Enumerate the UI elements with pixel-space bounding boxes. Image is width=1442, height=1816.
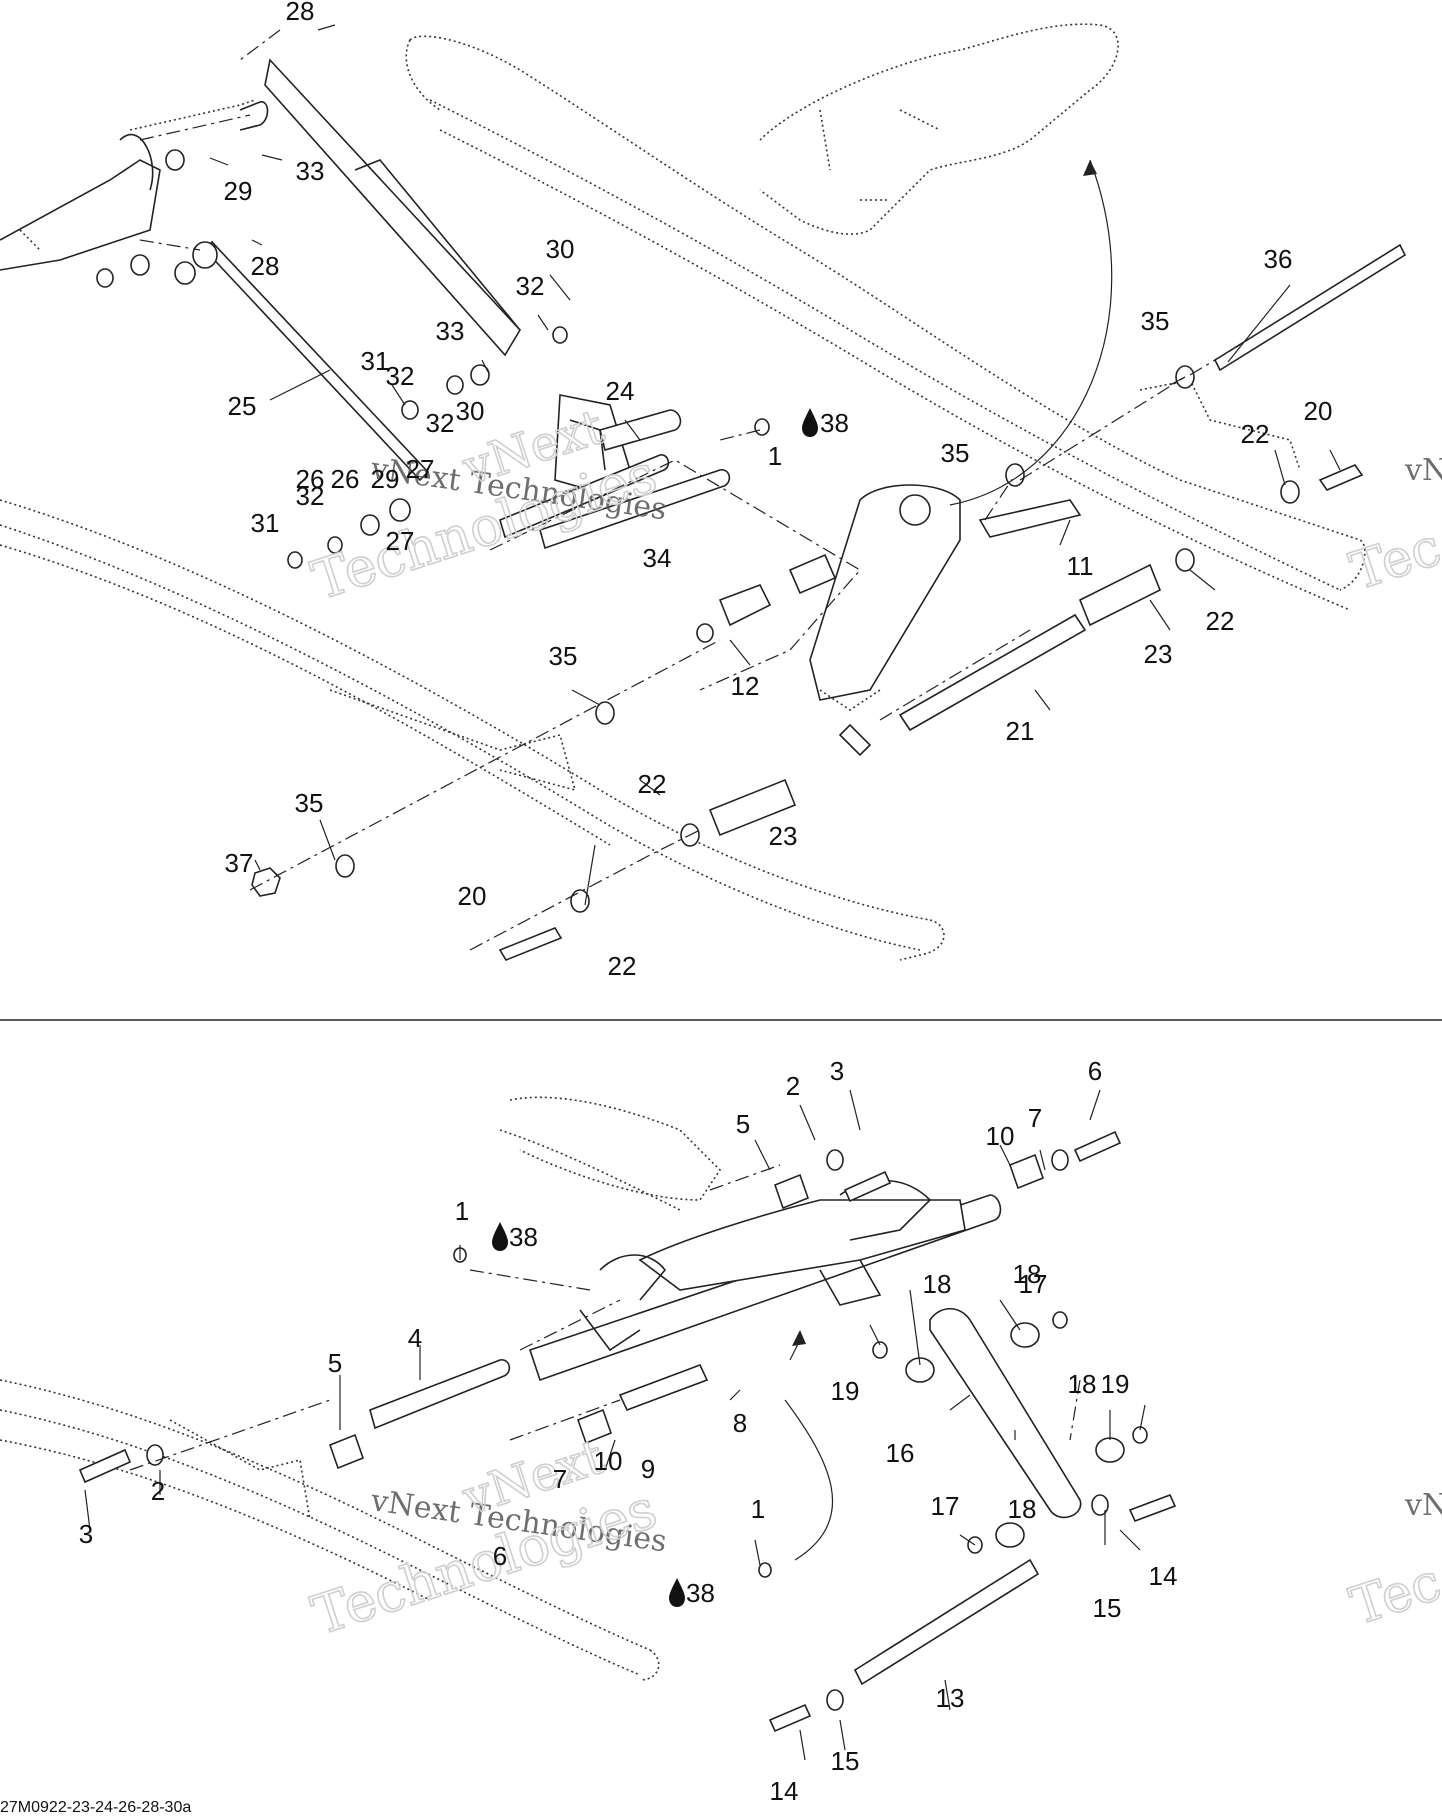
top-callout-31: 31 <box>361 346 390 376</box>
top-callout-35: 35 <box>295 788 324 818</box>
top-callout-32: 32 <box>386 361 415 391</box>
lubricant-callout-bottom-2: 38 <box>669 1578 715 1608</box>
bottom-callout-7: 7 <box>1028 1103 1042 1133</box>
top-callout-22: 22 <box>1241 419 1270 449</box>
bottom-callout-16: 16 <box>886 1438 915 1468</box>
bottom-callout-17: 17 <box>1019 1269 1048 1299</box>
top-callout-29: 29 <box>224 176 253 206</box>
bottom-callout-1: 1 <box>455 1196 469 1226</box>
top-callout-11: 11 <box>1067 551 1094 581</box>
lubricant-callout-top: 38 <box>802 408 849 438</box>
bottom-callout-6: 6 <box>493 1541 507 1571</box>
top-callout-34: 34 <box>643 543 672 573</box>
top-callout-21: 21 <box>1006 716 1035 746</box>
lubricant-number: 38 <box>820 408 849 438</box>
top-callout-32: 32 <box>516 271 545 301</box>
top-callout-30: 30 <box>456 396 485 426</box>
top-callout-26: 26 <box>331 464 360 494</box>
top-callout-20: 20 <box>458 881 487 911</box>
top-callout-22: 22 <box>638 769 667 799</box>
bottom-callout-18: 18 <box>1008 1494 1037 1524</box>
top-callout-26: 26 <box>296 464 325 494</box>
top-callout-1: 1 <box>768 441 782 471</box>
top-callout-22: 22 <box>608 951 637 981</box>
bottom-callout-19: 19 <box>1101 1369 1130 1399</box>
top-callout-25: 25 <box>228 391 257 421</box>
oil-drop-icon <box>802 408 818 437</box>
bottom-callout-18: 18 <box>1013 1259 1042 1289</box>
top-callout-20: 20 <box>1304 396 1333 426</box>
top-callout-24: 24 <box>606 376 635 406</box>
bottom-callout-5: 5 <box>736 1109 750 1139</box>
bottom-callout-18: 18 <box>923 1269 952 1299</box>
bottom-callout-17: 17 <box>931 1491 960 1521</box>
bottom-callout-3: 3 <box>79 1519 93 1549</box>
bottom-callout-3: 3 <box>830 1056 844 1086</box>
bottom-callout-9: 9 <box>641 1454 655 1484</box>
bottom-callout-2: 2 <box>151 1476 165 1506</box>
lubricant-number: 38 <box>686 1578 715 1608</box>
bottom-callout-13: 13 <box>936 1683 965 1713</box>
top-assembly <box>0 23 1407 961</box>
top-callout-29: 29 <box>371 464 400 494</box>
bottom-callout-15: 15 <box>831 1746 860 1776</box>
top-callout-30: 30 <box>546 234 575 264</box>
watermark-edge-bottom-1: vN <box>1404 1488 1442 1523</box>
diagram-code: 27M0922-23-24-26-28-30a <box>0 1799 191 1816</box>
top-callout-23: 23 <box>769 821 798 851</box>
bottom-callout-5: 5 <box>328 1348 342 1378</box>
watermark-edge-top-1: vN <box>1404 453 1442 488</box>
bottom-callout-6: 6 <box>1088 1056 1102 1086</box>
top-callout-35: 35 <box>1141 306 1170 336</box>
top-callout-12: 12 <box>731 671 760 701</box>
top-callout-32: 32 <box>296 481 325 511</box>
watermark-edge-top-2: Tec <box>1343 517 1442 602</box>
bottom-callout-15: 15 <box>1093 1593 1122 1623</box>
top-callout-22: 22 <box>1206 606 1235 636</box>
watermark-edge-bottom-2: Tec <box>1343 1552 1442 1637</box>
bottom-callout-2: 2 <box>786 1071 800 1101</box>
top-callout-35: 35 <box>941 438 970 468</box>
bottom-callout-7: 7 <box>553 1464 567 1494</box>
bottom-callout-8: 8 <box>733 1408 747 1438</box>
top-callout-28: 28 <box>286 0 315 26</box>
bottom-callout-10: 10 <box>594 1446 623 1476</box>
oil-drop-icon <box>492 1222 508 1251</box>
oil-drop-icon <box>669 1578 685 1607</box>
top-callout-37: 37 <box>225 848 254 878</box>
lubricant-callout-bottom-1: 38 <box>492 1222 538 1252</box>
top-callout-31: 31 <box>251 508 280 538</box>
top-callout-28: 28 <box>251 251 280 281</box>
top-callout-23: 23 <box>1144 639 1173 669</box>
bottom-callout-4: 4 <box>408 1323 422 1353</box>
top-callout-27: 27 <box>406 454 435 484</box>
top-callout-33: 33 <box>436 316 465 346</box>
bottom-callout-14: 14 <box>770 1776 799 1806</box>
bottom-assembly <box>0 1089 1177 1761</box>
bottom-callout-18: 18 <box>1068 1369 1097 1399</box>
top-callout-35: 35 <box>549 641 578 671</box>
bottom-callout-14: 14 <box>1149 1561 1178 1591</box>
top-callout-27: 27 <box>386 526 415 556</box>
top-callout-32: 32 <box>426 408 455 438</box>
bottom-callout-10: 10 <box>986 1121 1015 1151</box>
bottom-callout-1: 1 <box>751 1494 765 1524</box>
top-callout-36: 36 <box>1264 244 1293 274</box>
top-callout-33: 33 <box>296 156 325 186</box>
bottom-callout-19: 19 <box>831 1376 860 1406</box>
lubricant-number: 38 <box>509 1222 538 1252</box>
